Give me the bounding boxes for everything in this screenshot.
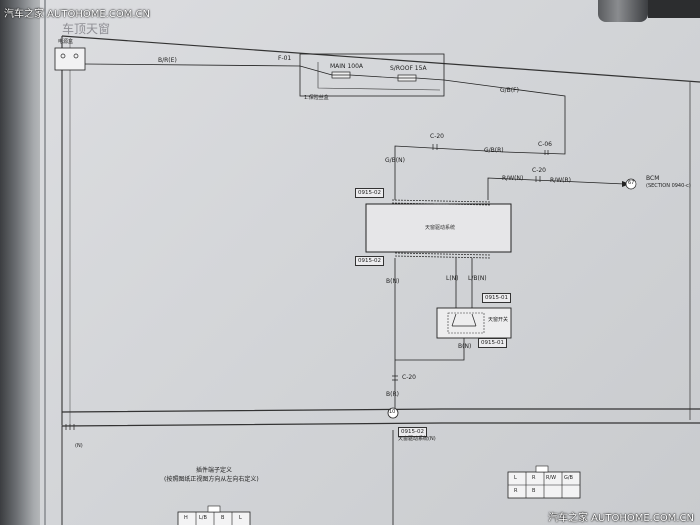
sunroof-motor-box <box>365 203 512 253</box>
connector-c06 <box>544 150 549 155</box>
fuse-box <box>299 53 445 97</box>
wire-switch-ground <box>395 338 465 361</box>
power-box-label: 电源盒 <box>58 39 74 45</box>
right-pin-2: R <box>532 475 536 481</box>
wire-gb-r <box>394 145 506 200</box>
fuse-box-inner <box>317 62 441 91</box>
wire-label-gb-r: G/B(R) <box>484 147 504 154</box>
fuse-box-label: 1.保险丝盒 <box>304 95 329 101</box>
wire-label-lb-n: L/B(N) <box>468 275 487 282</box>
wire-label-c20-top: C-20 <box>430 133 444 140</box>
watermark-bottom: 汽车之家 AUTOHOME.COM.CN <box>548 513 694 524</box>
wire-label-rw-n: R/W(N) <box>502 175 524 182</box>
wire-label-br-e: B/R(E) <box>158 57 177 64</box>
watermark-top: 汽车之家 AUTOHOME.COM.CN <box>4 9 150 20</box>
switch-contacts <box>451 313 477 327</box>
motor-label: 天窗驱动系统 <box>424 225 455 231</box>
ground-bus-line-2 <box>61 422 700 427</box>
left-connector-latch <box>207 505 221 513</box>
wire-label-f01: F-01 <box>278 55 292 62</box>
connector-c20-right <box>535 176 541 182</box>
power-box <box>54 47 86 71</box>
fuse-wire <box>299 65 445 81</box>
left-connector-dividers <box>195 512 233 525</box>
bcm-label: BCM <box>646 175 660 182</box>
wire-rw-n <box>487 177 626 200</box>
connector-tag-0915-01b: 0915-01 <box>478 338 507 348</box>
bottom-note-line1: 插件端子定义 <box>196 467 233 474</box>
bottom-label-right: 天窗驱动系统(N) <box>398 436 436 442</box>
wire-label-c20-bottom: C-20 <box>402 374 416 381</box>
motor-bottom-pins <box>394 252 491 259</box>
connector-tag-0915-02b: 0915-02 <box>355 256 384 266</box>
bus-label: (N) <box>75 443 83 449</box>
ground-point <box>387 407 399 419</box>
right-pin-6: B <box>532 488 536 494</box>
connector-tag-0915-02a: 0915-02 <box>355 188 384 198</box>
wire-label-gb-f: G/B(F) <box>500 87 519 94</box>
switch-inner <box>447 312 485 334</box>
background-shadow <box>648 0 700 18</box>
connector-tag-0915-01a: 0915-01 <box>482 293 511 303</box>
wire-br-e <box>84 63 301 67</box>
ground-point-label: 10 <box>389 409 396 415</box>
wire-label-b-n-left: B(N) <box>386 278 400 285</box>
right-connector-latch <box>535 465 549 473</box>
right-pin-4: G/B <box>564 475 573 481</box>
page-title: 车顶天窗 <box>62 22 111 36</box>
switch-label: 天窗开关 <box>488 317 509 323</box>
connector-tag-0915-02c: 0915-02 <box>398 427 427 437</box>
right-pin-1: L <box>514 475 517 481</box>
ground-bus-line <box>61 408 700 413</box>
fuse-sroof-label: S/ROOF 15A <box>390 65 427 72</box>
wire-label-l-n: L(N) <box>446 275 459 282</box>
wire-label-b-r: B(R) <box>386 391 399 398</box>
ground-ticks <box>61 424 75 430</box>
background-object <box>598 0 648 22</box>
terminal-1 <box>60 53 66 59</box>
bcm-section: (SECTION 0940-c) <box>646 183 691 189</box>
left-pin-4: L <box>239 515 242 521</box>
terminal-2 <box>73 53 79 59</box>
right-connector-grid <box>508 472 580 498</box>
bottom-note-line2: (按照图纸正视图方向从左向右定义) <box>164 476 259 483</box>
wire-label-rw-r: R/W(R) <box>550 177 571 184</box>
connector-c20-top <box>432 144 438 150</box>
right-pin-3: R/W <box>546 475 557 481</box>
left-pin-3: B <box>221 515 225 521</box>
right-pin-5: R <box>514 488 518 494</box>
wire-gb-f <box>443 79 566 155</box>
wire-label-c06: C-06 <box>538 141 552 148</box>
motor-top-pins <box>391 199 491 206</box>
wire-label-c20-right: C-20 <box>532 167 546 174</box>
bcm-number: 67 <box>628 180 635 186</box>
page-edge <box>44 0 46 525</box>
left-pin-1: H <box>184 515 188 521</box>
wire-label-gb-n: G/B(N) <box>385 157 405 164</box>
left-pin-2: L/B <box>199 515 207 521</box>
bcm-symbol <box>625 178 637 190</box>
fuse-main-label: MAIN 100A <box>330 63 364 70</box>
wire-label-b-n-switch: B(N) <box>458 343 472 350</box>
frame-top-line <box>61 35 700 83</box>
